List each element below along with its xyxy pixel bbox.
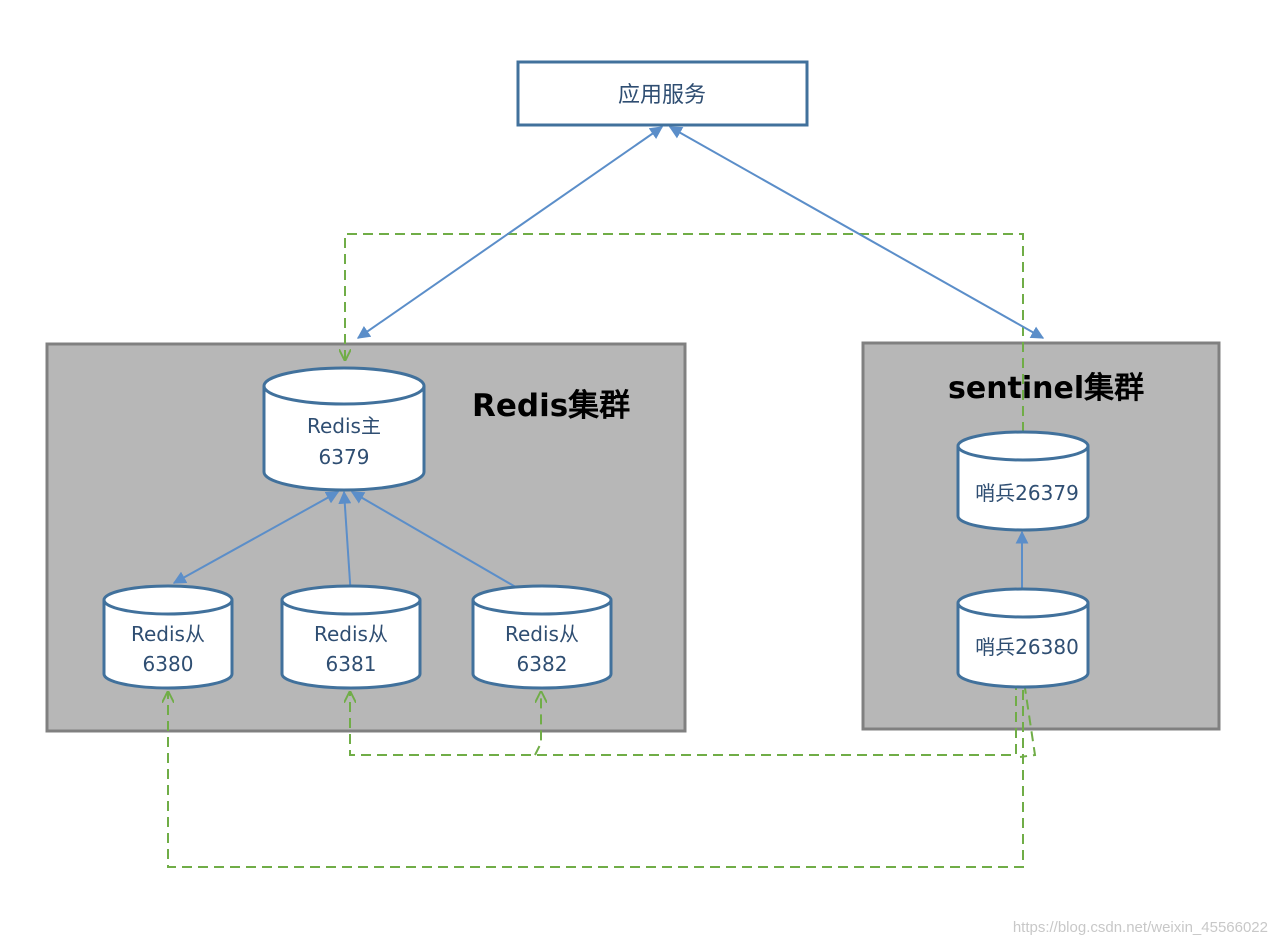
- redis-slave-label: Redis从: [314, 622, 388, 646]
- redis-slave-label: Redis从: [505, 622, 579, 646]
- dashed-line-sentinel-to-slaves-lower: [168, 658, 1024, 868]
- redis-slave-node: Redis从 6380: [102, 584, 234, 690]
- sentinel-node: 哨兵26379: [956, 430, 1090, 532]
- redis-slave-node: Redis从 6382: [471, 584, 613, 690]
- redis-cluster-title: Redis集群: [472, 388, 630, 424]
- app-service-node: 应用服务: [516, 60, 809, 127]
- arrow-master-to-slave-6381: [338, 490, 357, 599]
- dashed-line-sentinel-hook: [1019, 667, 1037, 758]
- watermark-text: https://blog.csdn.net/weixin_45566022: [1012, 919, 1268, 936]
- dashed-line-branch-to-slave-6382: [534, 692, 541, 756]
- arrow-master-to-slave-6382: [350, 491, 540, 601]
- redis-slave-label: Redis从: [131, 622, 205, 646]
- redis-slave-port: 6380: [143, 652, 194, 676]
- sentinel-label: 哨兵26380: [975, 635, 1079, 659]
- redis-slave-node: Redis从 6381: [280, 584, 422, 690]
- dashed-line-sentinel-to-slave-6381: [350, 648, 1017, 756]
- arrow-app-to-sentinel: [668, 126, 1045, 339]
- redis-master-label: Redis主: [307, 414, 381, 438]
- sentinel-node: 哨兵26380: [956, 587, 1090, 689]
- app-service-label: 应用服务: [618, 83, 706, 108]
- redis-master-port: 6379: [319, 445, 370, 469]
- redis-slave-port: 6381: [326, 652, 377, 676]
- sentinel-label: 哨兵26379: [975, 481, 1079, 505]
- arrow-master-to-slave-6380: [172, 491, 340, 584]
- arrow-app-to-master: [356, 126, 664, 339]
- redis-master-node: Redis主 6379: [262, 366, 426, 492]
- redis-slave-port: 6382: [517, 652, 568, 676]
- sentinel-cluster-title: sentinel集群: [948, 371, 1144, 406]
